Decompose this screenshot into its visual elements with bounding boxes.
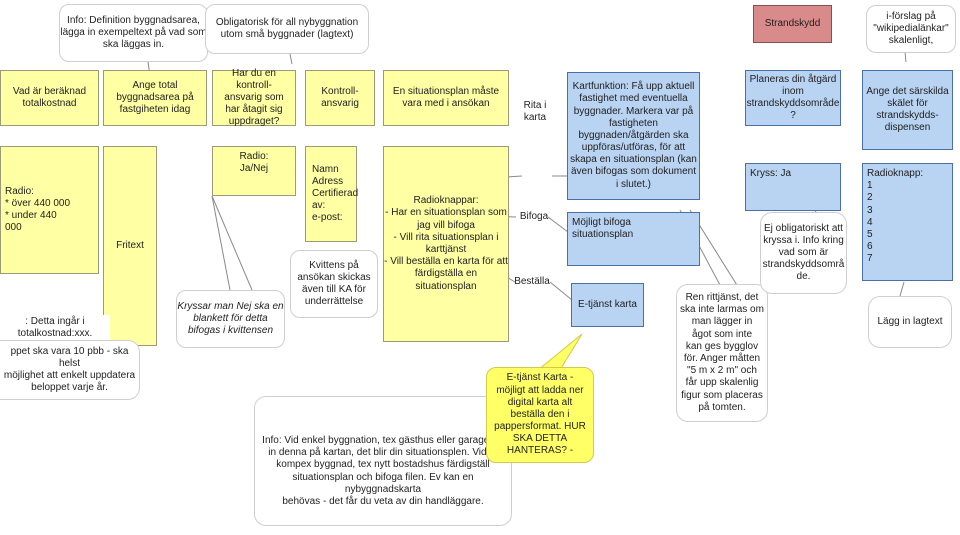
radioknapp-skal-box: Radioknapp: 1 2 3 4 5 6 7	[862, 163, 953, 281]
obligatorisk-note: Obligatorisk för all nybyggnation utom s…	[205, 4, 369, 54]
ren-rittjanst-note: Ren rittjänst, det ska inte larmas om ma…	[676, 284, 768, 422]
kartfunktion-box: Kartfunktion: Få upp aktuell fastighet m…	[567, 72, 700, 200]
label-rita-i-karta: Rita i karta	[523, 100, 547, 124]
strandskydd-box: Strandskydd	[753, 5, 832, 43]
arrow-bestalla-etjanst	[549, 281, 573, 301]
label-bestalla: Beställa	[514, 276, 550, 287]
header-byggnadsarea: Ange total byggnadsarea på fastgiheten i…	[103, 70, 207, 126]
callout-tail-iforslag	[904, 51, 907, 63]
header-beraknad-totalkostnad: Vad är beräknad totalkostnad	[0, 70, 99, 126]
radio-totalkostnad-box: Radio: * över 440 000 * under 440 000	[0, 146, 99, 274]
header-sarskilda-skal: Ange det särskilda skälet för strandskyd…	[862, 70, 953, 150]
mojligt-bifoga-box: Möjligt bifoga situationsplan	[567, 212, 700, 266]
callout-tail-kryssar	[211, 195, 231, 291]
etjanst-karta-note: E-tjänst Karta - möjligt att ladda ner d…	[486, 367, 594, 463]
kvittens-note: Kvittens på ansökan skickas även till KA…	[290, 250, 378, 318]
header-planeras-strandskydd: Planeras din åtgärd inom strandskyddsomr…	[745, 70, 841, 126]
situationsplan-radioknappar-box: Radioknappar: - Har en situationsplan so…	[383, 146, 509, 342]
detta-ingar-note: : Detta ingår i totalkostnad:xxx.	[0, 315, 110, 341]
header-kontrollansvarig: Kontroll- ansvarig	[305, 70, 375, 126]
ej-obligatoriskt-note: Ej obligatoriskt att kryssa i. Info krin…	[760, 212, 847, 294]
kryss-ja-box: Kryss: Ja	[745, 163, 841, 211]
kryssar-nej-note: Kryssar man Nej ska en blankett för dett…	[176, 290, 285, 348]
info-enkel-byggnation-note: Info: Vid enkel byggnation, tex gästhus …	[254, 396, 512, 526]
kontrollansvarig-uppgifter-box: Namn Adress Certifierad av: e-post:	[305, 146, 358, 242]
beloppet-note: ppet ska vara 10 pbb - ska helst möjligh…	[0, 340, 140, 400]
fritext-box: Fritext	[103, 146, 157, 346]
info-definition-note: Info: Definition byggnadsarea, lägga in …	[59, 4, 208, 62]
header-situationsplan: En situationsplan måste vara med i ansök…	[383, 70, 509, 126]
header-kontrollansvarig-fraga: Har du en kontroll- ansvarig som har åta…	[212, 68, 296, 127]
iforslag-note: i-förslag på "wikipedialänkar" skalenlig…	[866, 5, 956, 53]
callout-tail-kryssar-2	[211, 195, 253, 291]
callout-tail-obligatorisk	[289, 53, 293, 65]
radio-janej-box: Radio: Ja/Nej	[212, 146, 296, 196]
callout-tail-lagg	[899, 281, 905, 297]
label-bifoga: Bifoga	[519, 211, 549, 222]
lagg-in-lagtext-note: Lägg in lagtext	[868, 296, 952, 348]
callout-tail-etjanst-karta	[536, 333, 583, 371]
arrow-bifoga-mojligt	[547, 216, 569, 233]
etjanst-karta-box: E-tjänst karta	[571, 283, 644, 327]
